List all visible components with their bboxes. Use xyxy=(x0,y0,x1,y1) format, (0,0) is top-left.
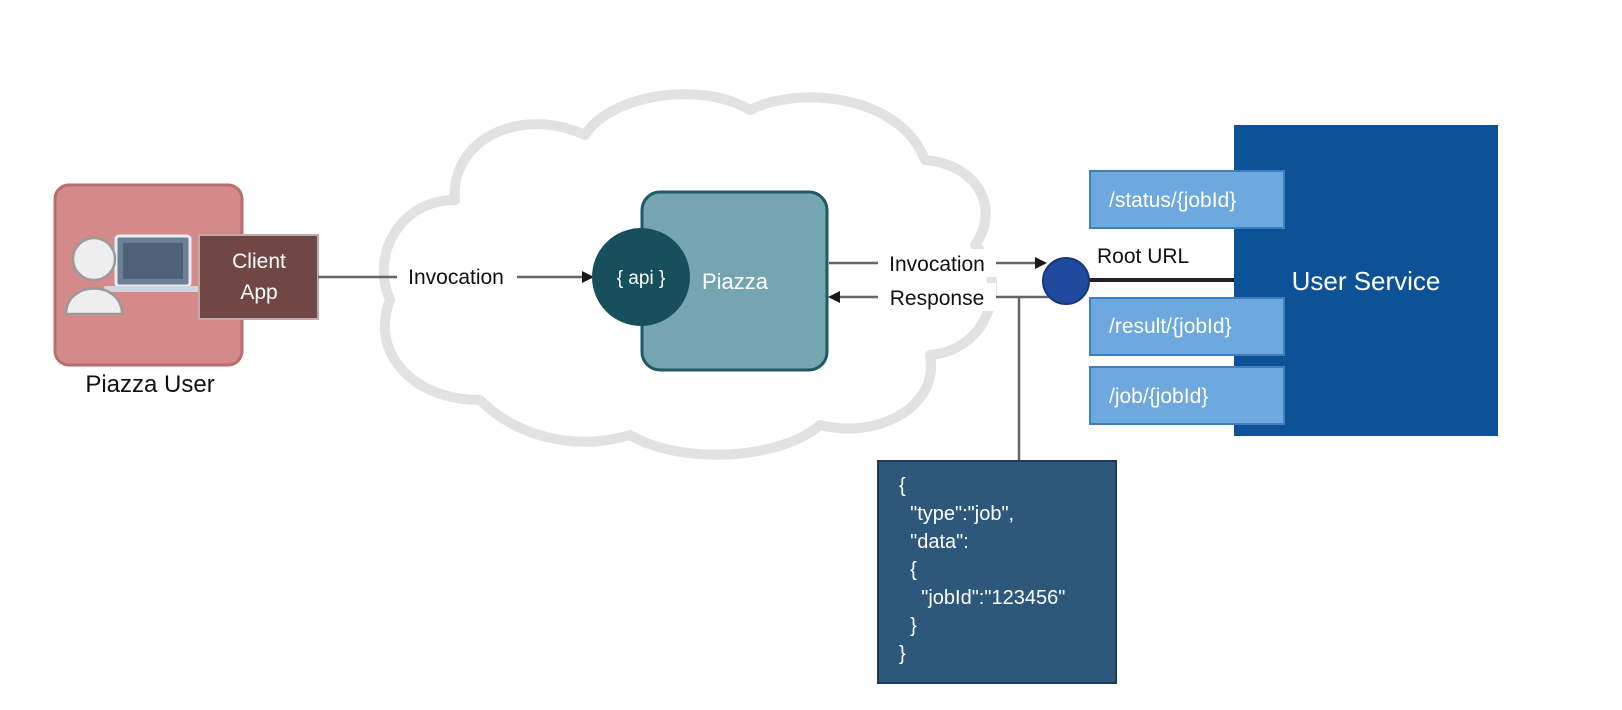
json-line: { xyxy=(899,559,917,581)
json-line: { xyxy=(899,475,906,497)
json-line: } xyxy=(899,615,917,637)
json-line: "data": xyxy=(899,531,969,553)
json-line: "jobId":"123456" xyxy=(899,587,1066,609)
user-icon xyxy=(64,236,124,316)
client-app-box xyxy=(198,234,319,320)
right-invocation-label: Invocation xyxy=(889,253,985,276)
endpoint-status-label: /status/{jobId} xyxy=(1109,189,1236,212)
api-circle xyxy=(592,228,690,326)
piazza-user-label: Piazza User xyxy=(85,371,214,398)
piazza-label: Piazza xyxy=(702,269,769,294)
cloud-shape xyxy=(378,89,998,460)
left-invocation-label: Invocation xyxy=(408,266,504,289)
json-payload-text: { "type":"job", "data": { "jobId":"12345… xyxy=(879,462,1115,668)
api-label: { api } xyxy=(617,268,666,289)
json-payload-box: { "type":"job", "data": { "jobId":"12345… xyxy=(877,460,1117,684)
response-label: Response xyxy=(890,287,985,310)
user-service-label: User Service xyxy=(1292,266,1441,296)
endpoint-result-box xyxy=(1089,297,1285,356)
client-app-label-line1: Client xyxy=(232,250,286,273)
laptop-icon xyxy=(104,234,200,292)
endpoint-job-box xyxy=(1089,366,1285,425)
endpoint-job-label: /job/{jobId} xyxy=(1109,385,1208,408)
json-line: } xyxy=(899,643,906,665)
root-url-label: Root URL xyxy=(1097,245,1189,268)
endpoint-status-box xyxy=(1089,170,1285,229)
endpoint-result-label: /result/{jobId} xyxy=(1109,315,1232,338)
client-app-label-line2: App xyxy=(240,281,277,304)
json-line: "type":"job", xyxy=(899,503,1015,525)
root-url-dot xyxy=(1042,257,1090,305)
